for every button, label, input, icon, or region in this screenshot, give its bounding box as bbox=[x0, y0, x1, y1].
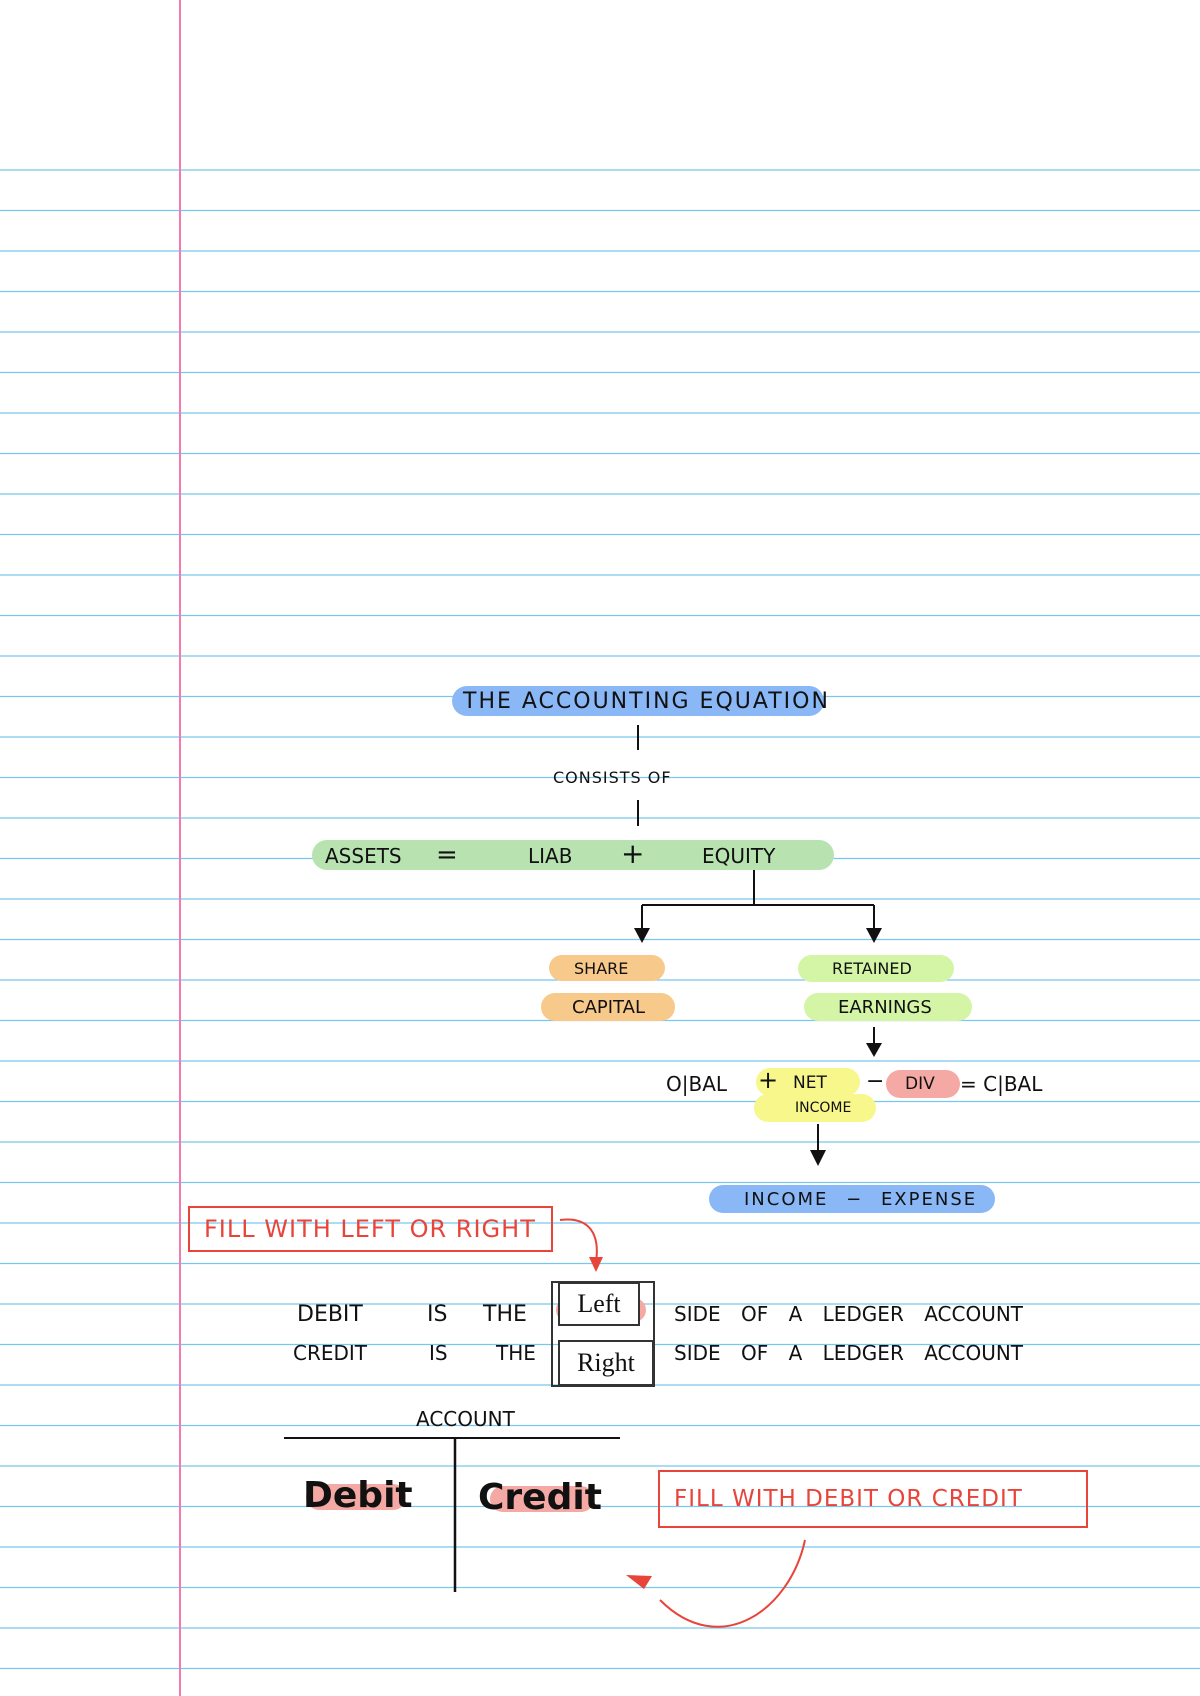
earnings-label: EARNINGS bbox=[838, 997, 932, 1018]
retained-label: RETAINED bbox=[832, 959, 912, 978]
credit-the: THE bbox=[496, 1341, 536, 1365]
net-label: NET bbox=[793, 1073, 827, 1093]
credit-highlight bbox=[490, 1486, 594, 1512]
income-label: INCOME bbox=[795, 1100, 852, 1116]
debit-word: DEBIT bbox=[297, 1302, 363, 1327]
assets-label: ASSETS bbox=[325, 844, 402, 868]
annotation-arrow-bottom bbox=[659, 1539, 806, 1628]
debit-is: IS bbox=[427, 1302, 448, 1327]
net-income-formula: INCOME − EXPENSE bbox=[744, 1189, 978, 1210]
net-highlight bbox=[756, 1068, 860, 1096]
answer-left[interactable]: Left bbox=[558, 1282, 640, 1326]
t-account-title: ACCOUNT bbox=[416, 1407, 515, 1431]
formula-plus: + bbox=[758, 1066, 779, 1094]
plus-sign: + bbox=[621, 837, 645, 870]
credit-is: IS bbox=[429, 1341, 448, 1365]
retained-earnings-arrowhead bbox=[866, 928, 882, 943]
consists-of-label: CONSISTS OF bbox=[553, 768, 672, 787]
income-highlight bbox=[754, 1094, 876, 1122]
retained-highlight bbox=[798, 955, 954, 982]
annotation-arrowhead-bottom bbox=[626, 1575, 652, 1589]
capital-label: CAPITAL bbox=[572, 997, 645, 1018]
debit-the: THE bbox=[483, 1302, 527, 1327]
earnings-highlight bbox=[804, 993, 972, 1021]
answer-right[interactable]: Right bbox=[558, 1340, 654, 1386]
annotation-arrow-top bbox=[559, 1218, 598, 1263]
closing-balance: = C|BAL bbox=[960, 1072, 1043, 1096]
share-capital-arrowhead bbox=[634, 928, 650, 943]
instruction-box-debit-credit: FILL WITH DEBIT OR CREDIT bbox=[658, 1470, 1088, 1528]
instruction-box-left-right: FILL WITH LEFT OR RIGHT bbox=[188, 1206, 553, 1252]
div-label: DIV bbox=[905, 1074, 935, 1094]
earnings-down-arrowhead bbox=[866, 1043, 882, 1057]
net-income-down-arrowhead bbox=[810, 1150, 826, 1166]
equation-highlight bbox=[312, 840, 834, 870]
equals-sign: = bbox=[436, 840, 458, 870]
div-highlight bbox=[886, 1070, 960, 1098]
debit-rest: SIDE OF A LEDGER ACCOUNT bbox=[674, 1302, 1024, 1326]
formula-minus: − bbox=[866, 1069, 885, 1094]
credit-label: Credit bbox=[478, 1477, 602, 1518]
net-income-formula-highlight bbox=[709, 1185, 995, 1213]
share-label: SHARE bbox=[574, 959, 629, 978]
liabilities-label: LIAB bbox=[528, 844, 573, 868]
credit-rest: SIDE OF A LEDGER ACCOUNT bbox=[674, 1341, 1024, 1365]
annotation-arrowhead-top bbox=[589, 1257, 603, 1272]
title-highlight bbox=[452, 686, 824, 716]
debit-highlight bbox=[306, 1484, 406, 1510]
equation-title: THE ACCOUNTING EQUATION bbox=[463, 689, 830, 714]
opening-balance: O|BAL bbox=[666, 1072, 728, 1096]
capital-highlight bbox=[541, 993, 675, 1021]
debit-label: Debit bbox=[303, 1475, 413, 1516]
equity-label: EQUITY bbox=[702, 844, 776, 868]
credit-word: CREDIT bbox=[293, 1341, 368, 1365]
share-highlight bbox=[549, 955, 665, 981]
